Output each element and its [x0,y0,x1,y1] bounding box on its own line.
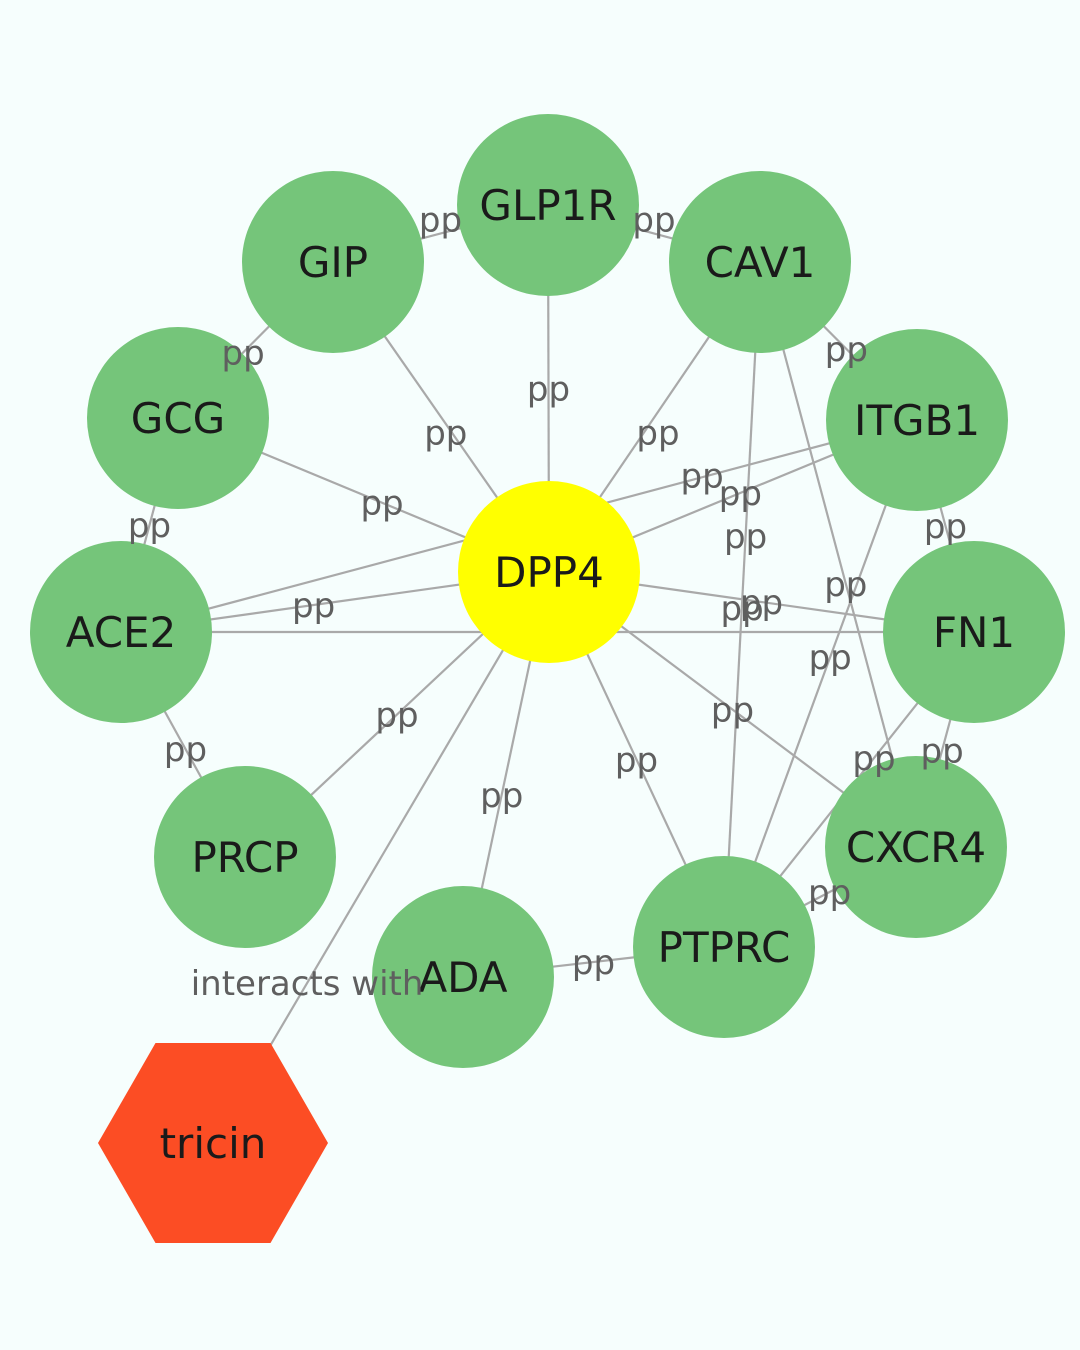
edge-label: pp [164,730,207,770]
edge-cav1-cxcr4 [758,261,918,848]
circle-shape [87,327,269,509]
circle-shape [372,886,554,1068]
edge-label: pp [128,506,171,546]
edge-label: pp [424,414,467,454]
edge-label: pp [724,517,767,557]
node-label: ITGB1 [854,396,980,445]
circle-shape [633,856,815,1038]
node-label: PTPRC [658,923,791,972]
edge-label: pp [480,776,523,816]
hexagon-shape [98,1043,328,1243]
edge-label: pp [719,474,762,514]
circle-shape [154,766,336,948]
edge-label: pp [924,507,967,547]
node-fn1[interactable]: FN1 [883,541,1065,723]
edge-label: pp [292,586,335,626]
node-label: GLP1R [479,181,616,230]
node-gip[interactable]: GIP [242,171,424,353]
edge-itgb1-ptprc [722,419,919,948]
circle-shape [826,329,1008,511]
node-label: tricin [160,1119,267,1168]
node-ptprc[interactable]: PTPRC [633,856,815,1038]
circle-shape [458,481,640,663]
circle-shape [30,541,212,723]
edge-label: pp [572,943,615,983]
node-ace2[interactable]: ACE2 [30,541,212,723]
node-glp1r[interactable]: GLP1R [457,114,639,296]
node-label: FN1 [933,608,1015,657]
node-label: DPP4 [494,548,604,597]
edge-label: pp [222,333,265,373]
edge-label: pp [632,201,675,241]
edge-label: pp [824,565,867,605]
edge-label: pp [636,414,679,454]
node-label: CXCR4 [846,823,986,872]
node-label: ACE2 [66,608,177,657]
edge-label: interacts with [191,964,424,1004]
node-label: GCG [131,394,225,443]
edge-label: pp [808,873,851,913]
circle-shape [669,171,851,353]
node-dpp4[interactable]: DPP4 [458,481,640,663]
edge-label: pp [681,456,724,496]
edge-label: pp [721,589,764,629]
node-tricin[interactable]: tricin [98,1043,328,1243]
edge-label: pp [852,739,895,779]
node-label: GIP [298,238,368,287]
node-cav1[interactable]: CAV1 [669,171,851,353]
node-label: ADA [418,953,507,1002]
node-ada[interactable]: ADA [372,886,554,1068]
node-prcp[interactable]: PRCP [154,766,336,948]
node-itgb1[interactable]: ITGB1 [826,329,1008,511]
edge-label: pp [527,370,570,410]
circle-shape [457,114,639,296]
edge-label: pp [375,696,418,736]
edge-label: pp [740,583,783,623]
node-gcg[interactable]: GCG [87,327,269,509]
edge-label: pp [419,201,462,241]
node-label: CAV1 [705,238,816,287]
edge-label: pp [921,731,964,771]
edge-label: pp [615,741,658,781]
edge-label: pp [711,691,754,731]
circle-shape [242,171,424,353]
edge-label: pp [825,330,868,370]
node-cxcr4[interactable]: CXCR4 [825,756,1007,938]
circle-shape [883,541,1065,723]
node-label: PRCP [191,833,298,882]
circle-shape [825,756,1007,938]
edge-cav1-ptprc [722,261,762,948]
edge-label: pp [360,484,403,524]
edge-label: pp [809,638,852,678]
